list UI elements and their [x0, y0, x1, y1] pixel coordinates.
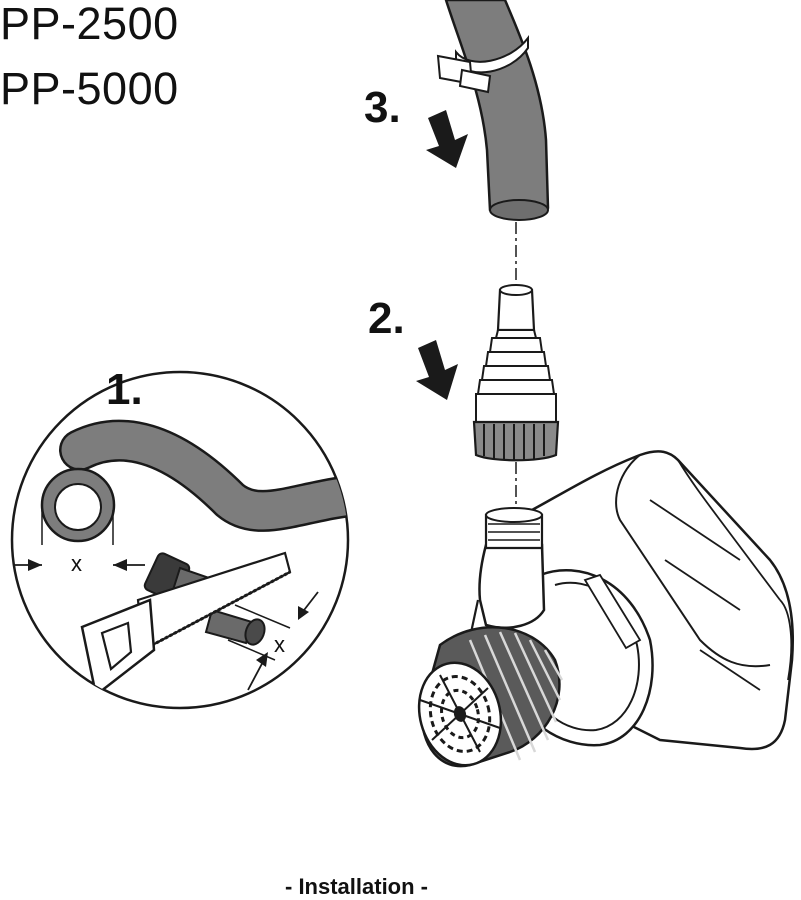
saw [80, 551, 292, 698]
hose-bore [54, 483, 102, 531]
detail-hose [61, 422, 348, 530]
arrow-down-icon [426, 110, 468, 168]
step-3-label: 3. [364, 83, 401, 132]
hose-connector [472, 284, 560, 462]
pump [417, 450, 795, 768]
step-2-label: 2. [368, 294, 405, 343]
hose-assembly [436, 0, 550, 221]
pump-outlet [478, 543, 546, 629]
diagram-caption: - Installation - [285, 874, 428, 899]
model-name: PP-2500 [0, 0, 179, 49]
dimension-label: x [71, 551, 82, 576]
hose [444, 0, 550, 220]
dimension-label: x [274, 632, 285, 657]
arrow-down-icon [416, 340, 458, 400]
cutting-detail [10, 370, 350, 710]
model-name: PP-5000 [0, 63, 179, 114]
hose-clamp [436, 35, 529, 94]
detail-circle [10, 370, 350, 710]
step-1-label: 1. [106, 365, 143, 414]
